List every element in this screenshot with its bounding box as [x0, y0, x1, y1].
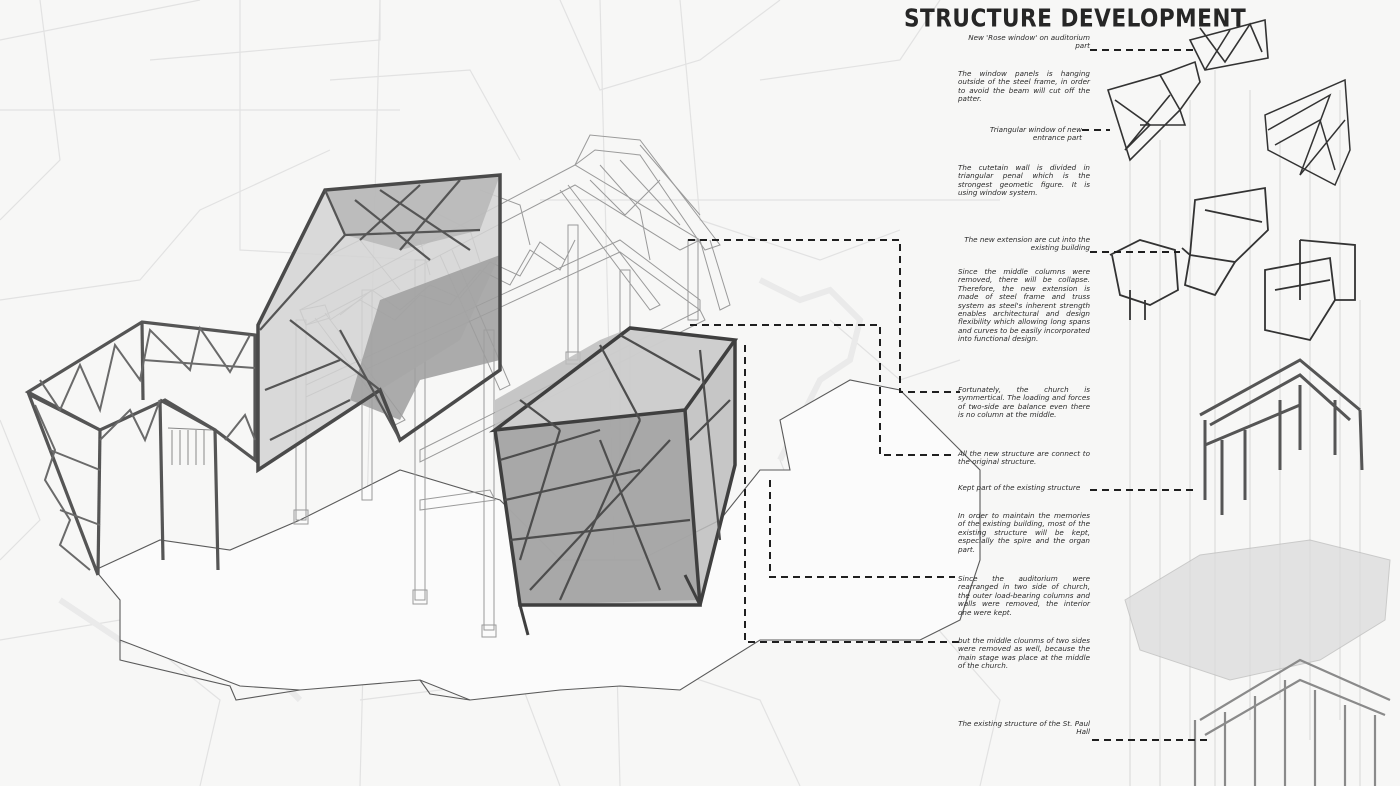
annotation-triangular-window: Triangular window of new entrance part	[989, 125, 1082, 143]
annotation-rose-window: New 'Rose window' on auditorium part	[968, 33, 1090, 51]
exploded-existing-frame	[1199, 358, 1364, 515]
left-extension-steel-frame	[24, 320, 257, 576]
exploded-rose-window	[1106, 18, 1269, 162]
annotation-existing-structure: The existing structure of the St. Paul H…	[958, 719, 1090, 737]
annotation-auditorium: Since the auditorium were rearranged in …	[958, 574, 1090, 617]
annotation-connect: All the new structure are connect to the…	[958, 449, 1090, 467]
annotation-memories: In order to maintain the memories of the…	[958, 511, 1090, 554]
annotation-window-panels: The window panels is hanging outside of …	[958, 69, 1090, 104]
annotation-middle-removed: but the middle clounms of two sides were…	[958, 636, 1090, 671]
annotation-kept-part: Kept part of the existing structure	[958, 483, 1081, 492]
exploded-floor-plan	[1124, 539, 1391, 681]
left-extension-door	[167, 427, 213, 465]
left-extension-bracing	[34, 325, 256, 571]
annotation-symmetrical: Fortunately, the church is symmertical. …	[958, 385, 1090, 420]
annotation-new-extension: The new extension are cut into the exist…	[964, 235, 1090, 253]
annotation-curtain-wall: The cutetain wall is divided in triangul…	[958, 163, 1090, 198]
existing-hall-structure	[1193, 658, 1391, 786]
exploded-triangular-window	[1264, 78, 1351, 187]
entrance-glass-block	[256, 173, 502, 474]
page-title: STRUCTURE DEVELOPMENT	[904, 3, 1247, 33]
exploded-steel-extension	[1109, 186, 1356, 342]
auditorium-glass-block	[488, 326, 739, 636]
annotation-middle-columns: Since the middle columns were removed, t…	[958, 267, 1090, 344]
